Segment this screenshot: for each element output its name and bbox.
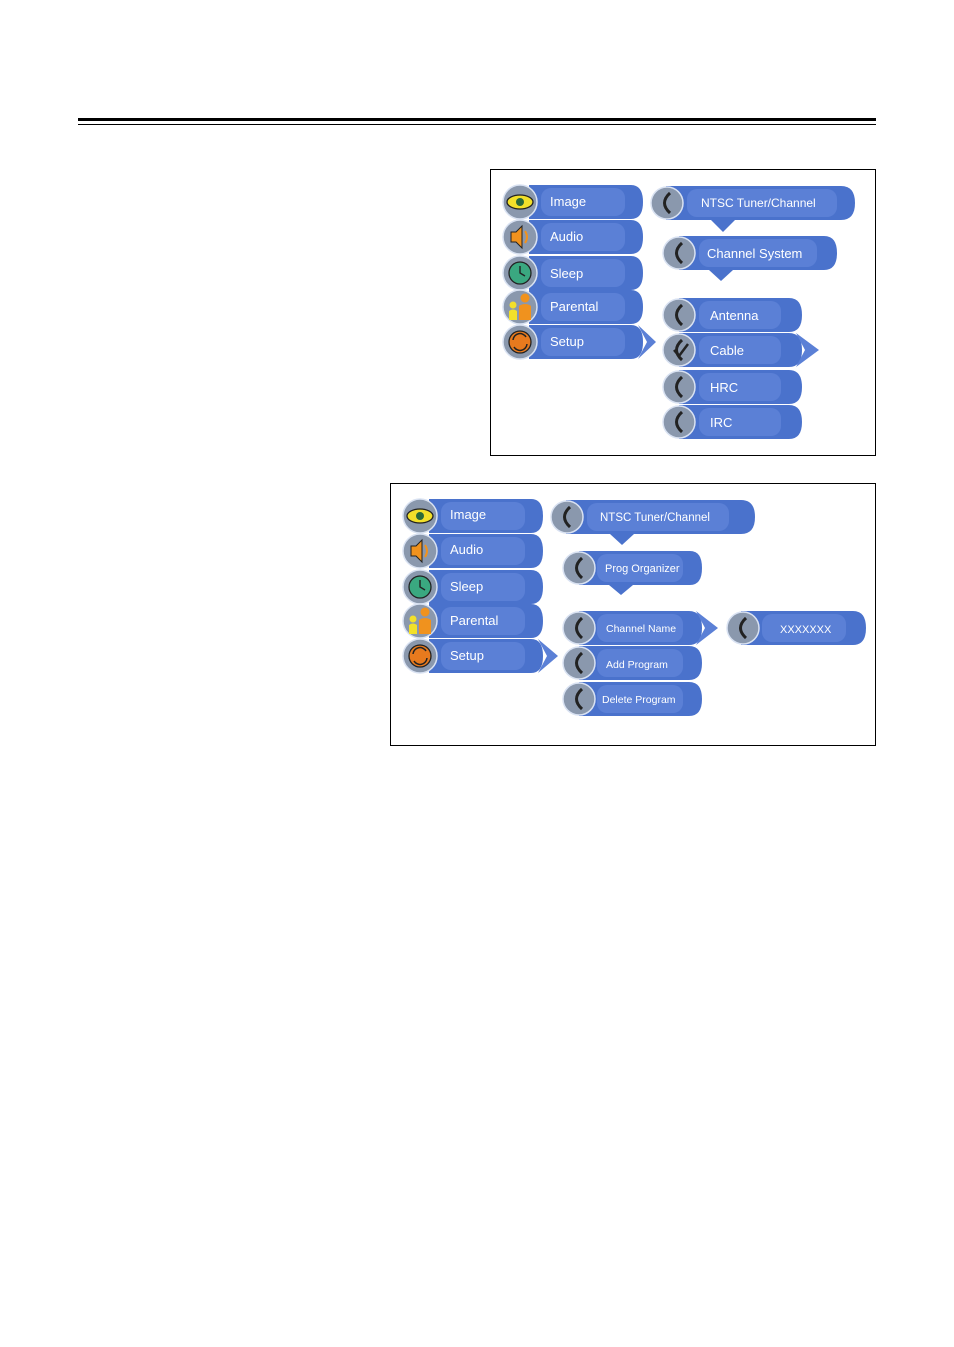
menu-item-audio[interactable]: Audio [403, 534, 543, 568]
option-channel-name[interactable]: Channel Name [563, 611, 718, 645]
submenu-channel-system: Channel System [663, 236, 837, 281]
clock-icon [509, 262, 531, 284]
channel-name-value[interactable]: XXXXXXX [727, 611, 866, 645]
menu-item-image-label: Image [550, 194, 586, 209]
option-antenna[interactable]: Antenna [663, 298, 802, 332]
menu-item-image-label: Image [450, 507, 486, 522]
option-delete-program-label: Delete Program [602, 694, 676, 706]
menu-item-setup[interactable]: Setup [503, 325, 643, 359]
menu-item-audio-label: Audio [550, 229, 583, 244]
option-channel-name-label: Channel Name [606, 623, 676, 635]
clock-icon [409, 576, 431, 598]
menu-item-setup-label: Setup [550, 334, 584, 349]
submenu-prog-organizer: Prog Organizer [563, 551, 702, 595]
option-delete-program[interactable]: Delete Program [563, 682, 702, 716]
header-ntsc-tuner-channel: NTSC Tuner/Channel [651, 186, 855, 232]
submenu-label: Channel System [707, 246, 802, 261]
header-label: NTSC Tuner/Channel [600, 512, 710, 524]
option-irc-label: IRC [710, 415, 732, 430]
option-cable-label: Cable [710, 343, 744, 358]
menu-item-setup-label: Setup [450, 648, 484, 663]
option-irc[interactable]: IRC [663, 405, 802, 439]
menu-item-image[interactable]: Image [503, 185, 643, 219]
menu-item-audio[interactable]: Audio [503, 220, 643, 254]
eye-icon [407, 509, 433, 523]
submenu-label: Prog Organizer [605, 563, 680, 575]
header-rule-thin [78, 124, 876, 125]
menu-item-image[interactable]: Image [403, 499, 543, 533]
menu-item-sleep-label: Sleep [550, 266, 583, 281]
menu-item-sleep[interactable]: Sleep [503, 256, 643, 290]
option-add-program[interactable]: Add Program [563, 646, 702, 680]
menu-item-sleep-label: Sleep [450, 579, 483, 594]
header-rule-thick [78, 118, 876, 121]
eye-icon [507, 195, 533, 209]
screen-channel-system: Image Audio Sleep Parental [490, 169, 876, 456]
menu-item-setup[interactable]: Setup [403, 639, 543, 673]
setup-icon [509, 331, 531, 353]
menu-item-audio-label: Audio [450, 542, 483, 557]
channel-name-value-text: XXXXXXX [780, 624, 832, 636]
menu-item-parental[interactable]: Parental [503, 290, 643, 324]
menu-item-sleep[interactable]: Sleep [403, 570, 543, 604]
option-add-program-label: Add Program [606, 659, 668, 671]
option-antenna-label: Antenna [710, 308, 759, 323]
option-cable[interactable]: Cable [663, 333, 819, 367]
header-ntsc-tuner-channel: NTSC Tuner/Channel [551, 500, 755, 545]
option-hrc[interactable]: HRC [663, 370, 802, 404]
option-hrc-label: HRC [710, 380, 738, 395]
menu-item-parental[interactable]: Parental [403, 604, 543, 638]
setup-icon [409, 645, 431, 667]
menu-item-parental-label: Parental [550, 299, 599, 314]
screen-prog-organizer: Image Audio Sleep Parental [390, 483, 876, 746]
menu-item-parental-label: Parental [450, 613, 499, 628]
header-label: NTSC Tuner/Channel [701, 196, 816, 210]
